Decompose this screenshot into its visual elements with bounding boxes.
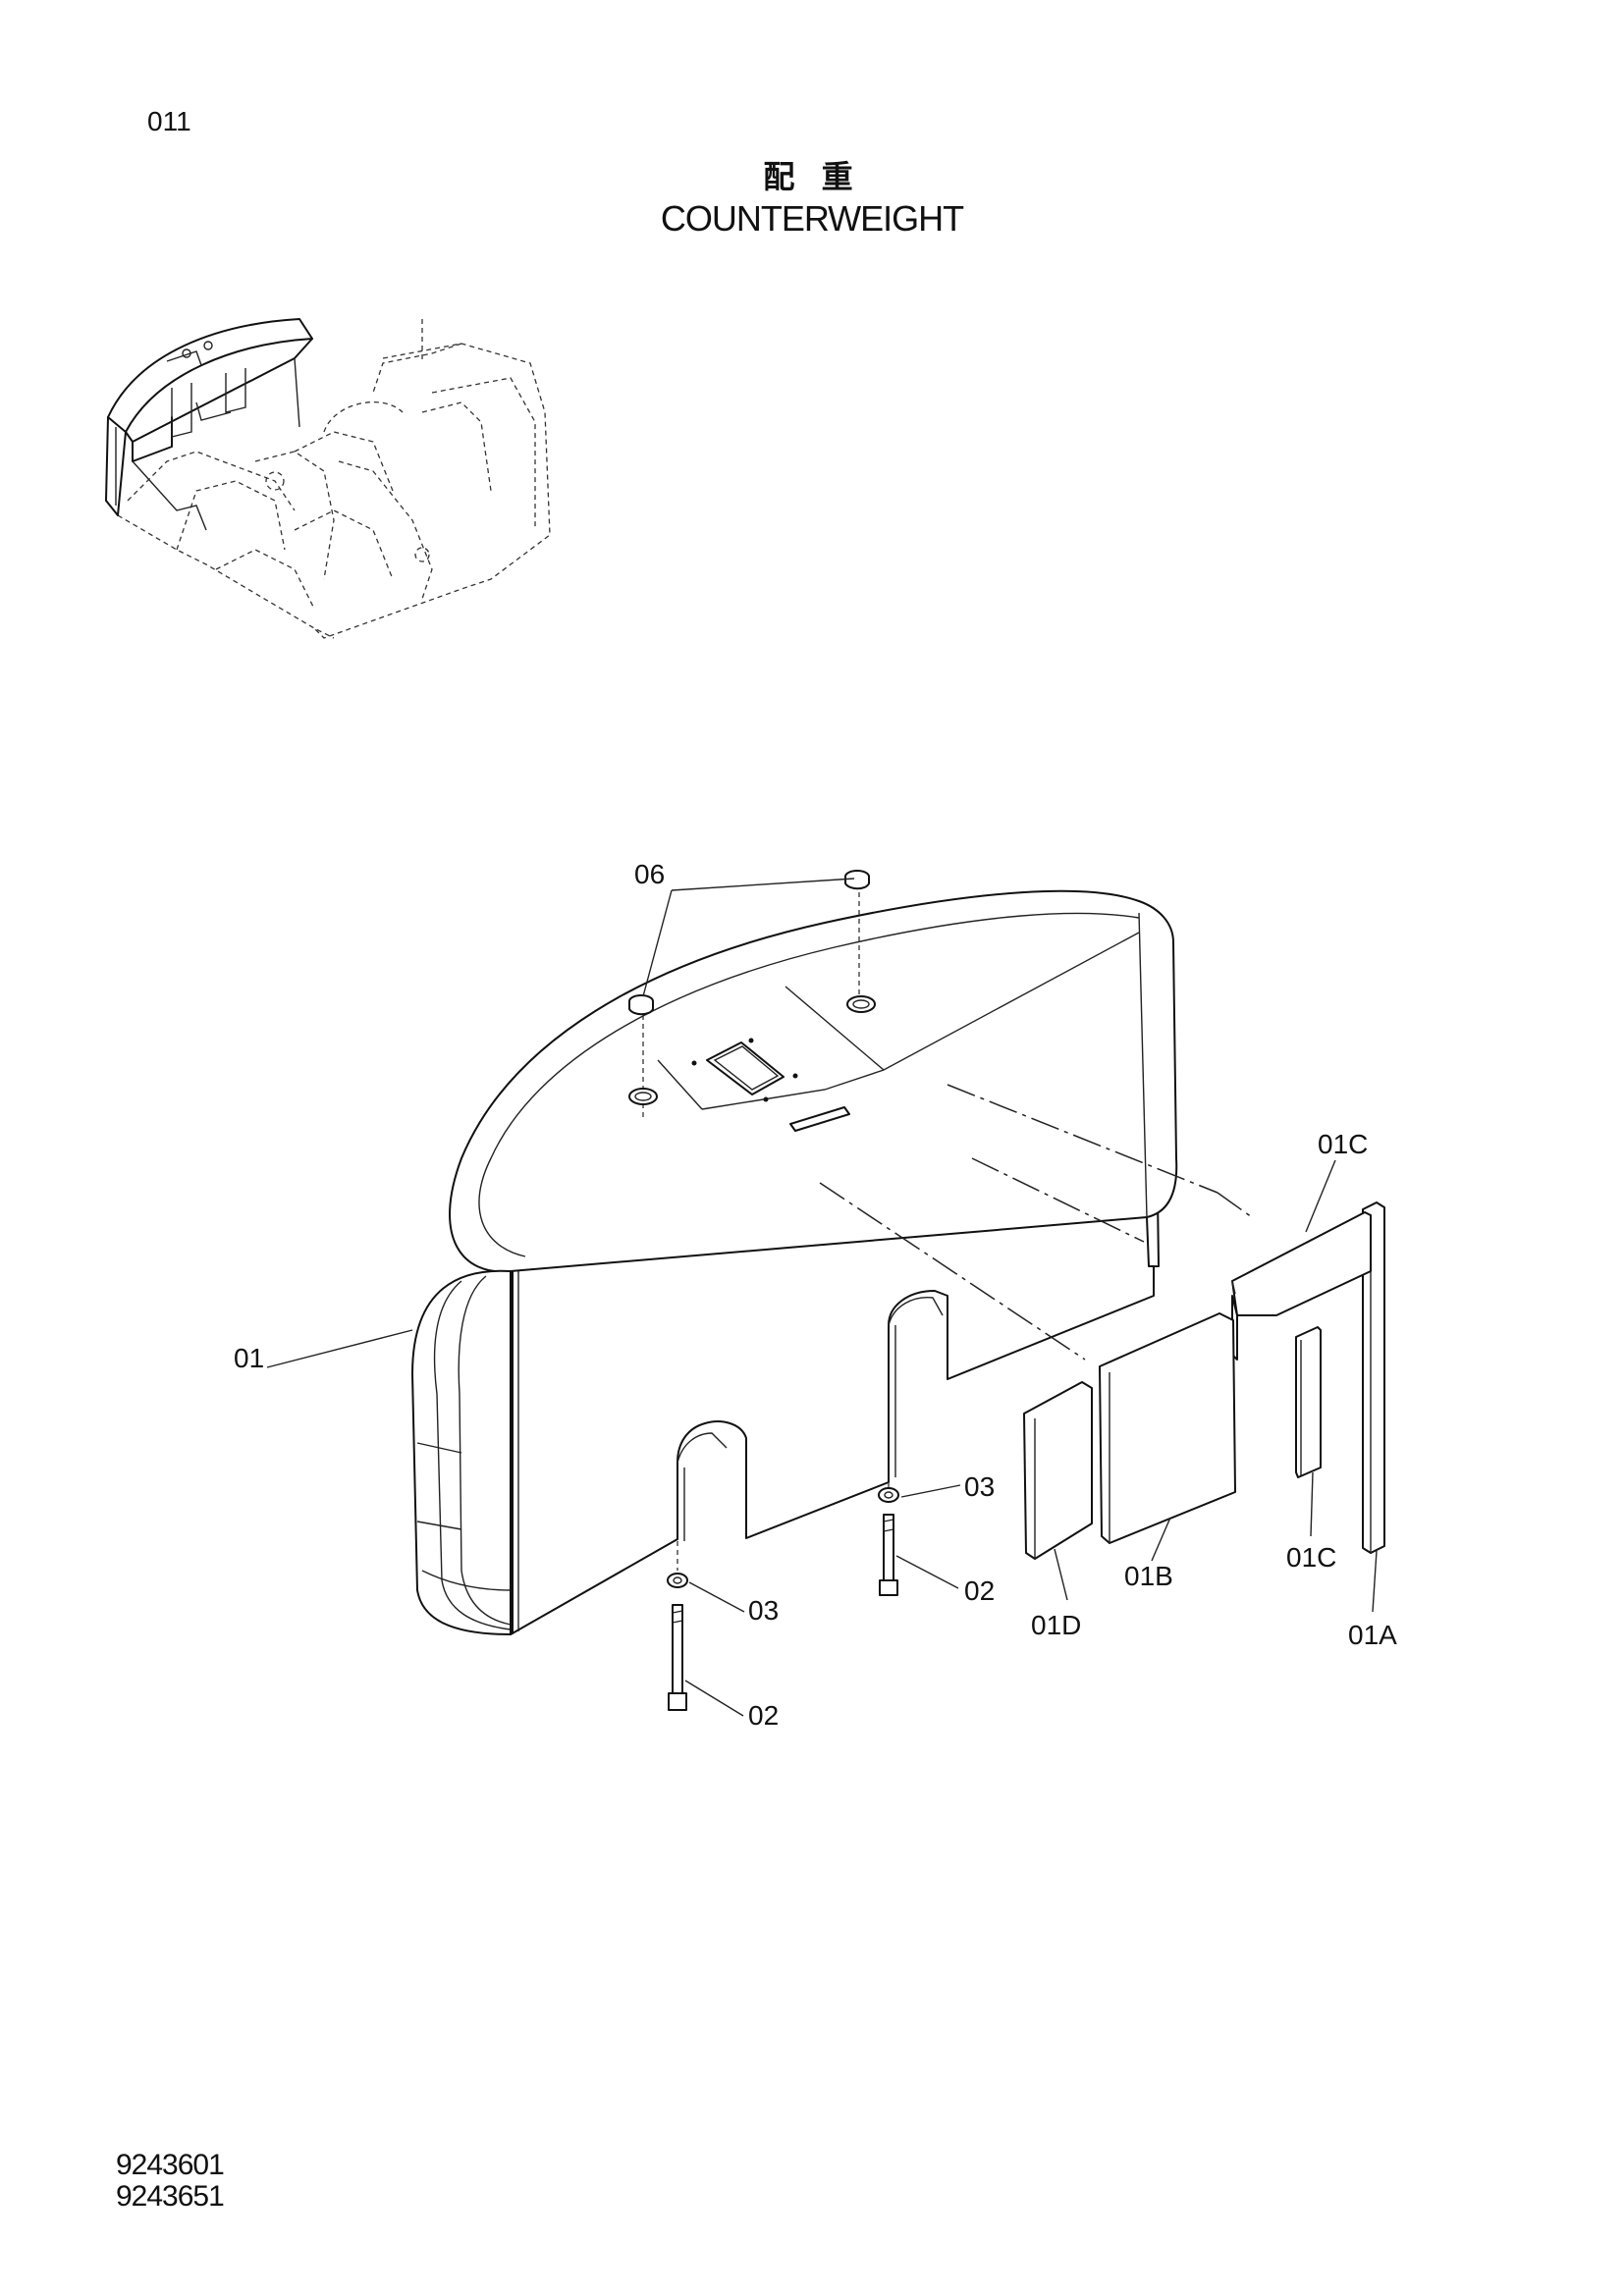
- callout-01: 01: [234, 1343, 264, 1373]
- page-number: 011: [147, 106, 191, 136]
- counterweight-body: [411, 889, 1178, 1635]
- thumbnail-machine-outline: [117, 319, 551, 639]
- leader-lines: [266, 878, 1378, 1717]
- page-title-chinese: 配 重: [763, 158, 861, 195]
- part-number: 9243601: [116, 2149, 225, 2181]
- callout-03-right: 03: [964, 1471, 995, 1502]
- callout-02-left: 02: [748, 1700, 779, 1731]
- page-title: COUNTERWEIGHT: [660, 198, 964, 239]
- callout-01b: 01B: [1124, 1561, 1173, 1591]
- machine-location-thumbnail: [105, 318, 551, 639]
- plate-part-01b: [1099, 1312, 1236, 1544]
- callout-01c-bottom: 01C: [1286, 1542, 1336, 1573]
- bolt-part-02: [668, 1514, 898, 1711]
- callout-06: 06: [634, 859, 665, 889]
- part-number: 9243651: [116, 2180, 225, 2213]
- alignment-lines: [642, 883, 1253, 1571]
- callout-01a: 01A: [1348, 1620, 1397, 1650]
- callout-labels: 06 01 01C 03 02 03 02 01D 01B 01C 01A: [234, 859, 1397, 1731]
- callout-03-left: 03: [748, 1595, 779, 1626]
- callout-02-right: 02: [964, 1575, 995, 1606]
- callout-01d: 01D: [1031, 1610, 1081, 1640]
- part-number-list: 9243601 9243651: [116, 2149, 225, 2213]
- callout-01c-top: 01C: [1318, 1129, 1368, 1159]
- plate-part-01d: [1023, 1381, 1093, 1560]
- thumbnail-counterweight: [105, 318, 313, 531]
- cap-part-06: [628, 870, 876, 1105]
- plate-part-01c-bottom: [1295, 1326, 1322, 1478]
- washer-part-03: [667, 1487, 899, 1588]
